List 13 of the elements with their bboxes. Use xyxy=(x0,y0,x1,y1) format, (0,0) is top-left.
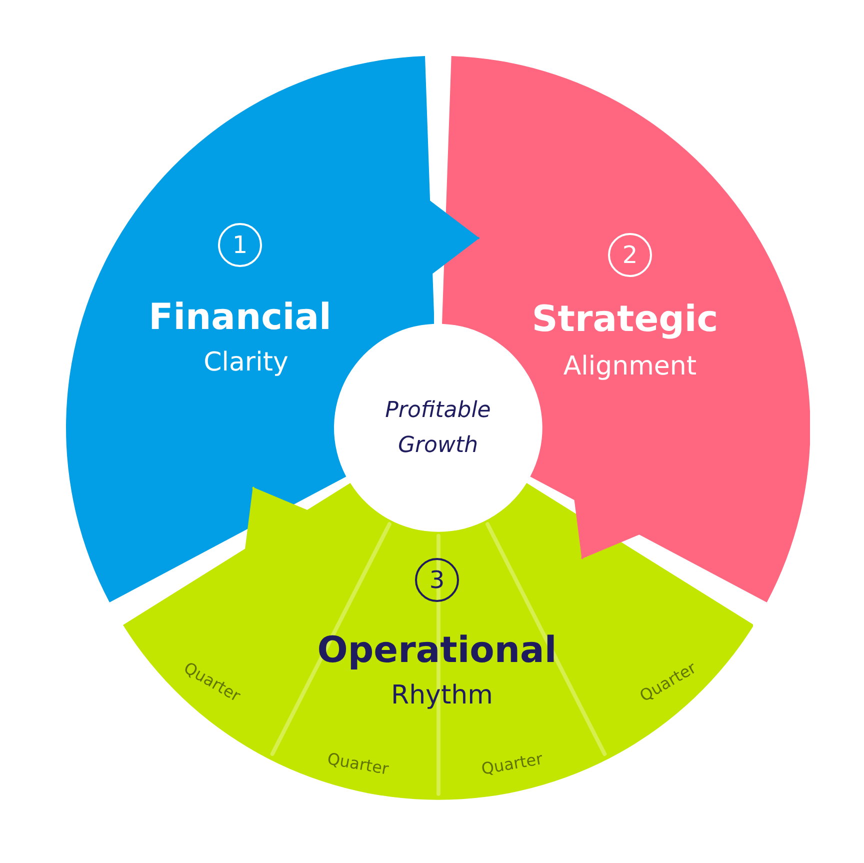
segment-title: Financial xyxy=(148,298,332,338)
quarter-label: Quarter xyxy=(326,750,390,778)
segment-subtitle: Clarity xyxy=(204,348,288,378)
segment-subtitle: Alignment xyxy=(563,352,697,382)
quarter-label: Quarter xyxy=(480,750,544,778)
segment-title: Strategic xyxy=(532,300,718,340)
center-label: Profitable Growth xyxy=(384,396,492,460)
step-number: 2 xyxy=(608,232,652,277)
segment-title: Operational xyxy=(317,631,557,671)
step-number: 1 xyxy=(218,222,262,267)
step-number: 3 xyxy=(414,558,459,602)
segment-subtitle: Rhythm xyxy=(391,682,493,710)
arrow xyxy=(429,200,480,276)
